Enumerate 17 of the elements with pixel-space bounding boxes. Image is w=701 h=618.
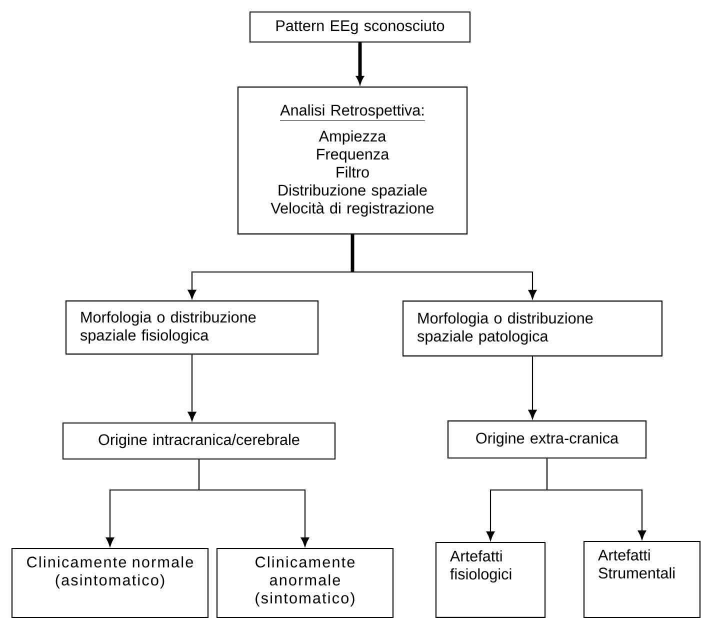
arrow [198,460,310,547]
process-box: Morfologia o distribuzione spaziale patologica [402,300,662,356]
connector-stem [350,234,354,272]
process-box: Artefatti fisiologici [435,542,546,618]
process-box: Origine extra-cranica [447,420,647,459]
arrow [356,42,364,84]
arrow [546,458,646,540]
process-box: Morfologia o distribuzione spaziale fisiologica [65,300,319,355]
arrow [528,356,537,420]
arrow [352,234,537,300]
process-box: Pattern EEg sconosciuto [249,11,471,43]
arrow [188,354,196,422]
process-box: Clinicamente anormale (sintomatico) [216,548,394,618]
analysis-box: Analisi Retrospettiva: Ampiezza Frequenza Filtro Distribuzione spaziale Velocità di registrazione [237,86,468,234]
process-box: Artefatti Strumentali [583,541,701,618]
process-box: Origine intracranica/cerebrale [62,422,336,460]
process-box: Clinicamente normale (asintomatico) [11,548,209,618]
